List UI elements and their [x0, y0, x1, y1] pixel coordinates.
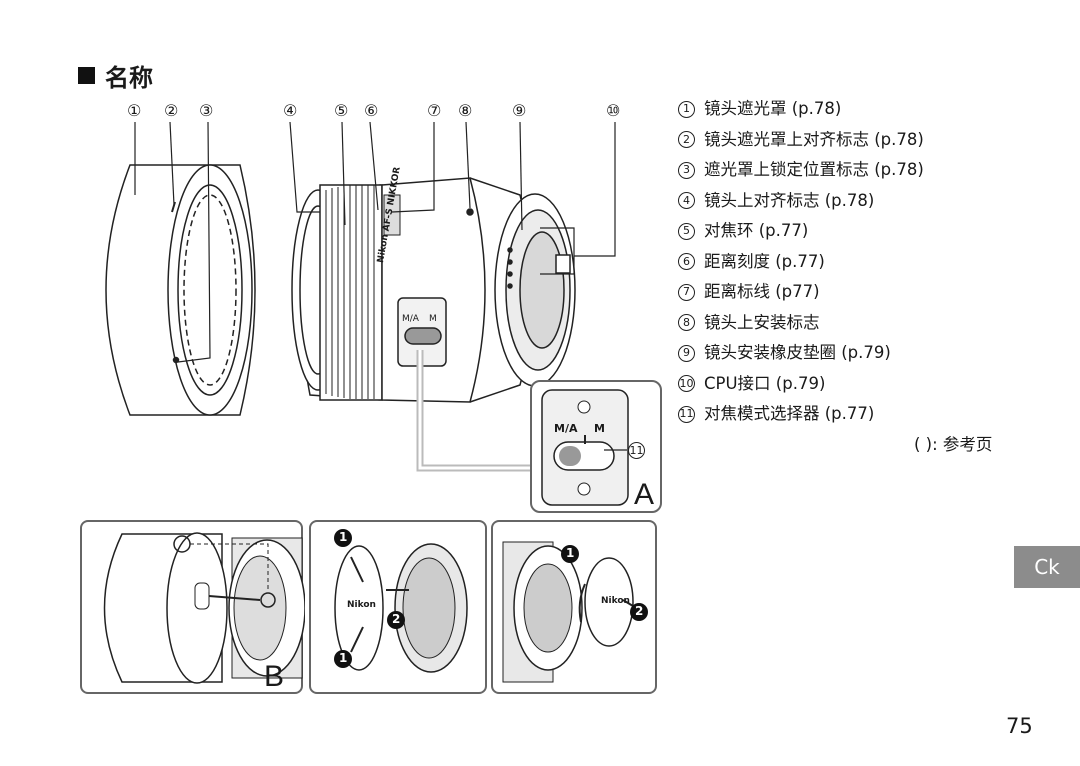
- cap-brand-text: Nikon: [347, 600, 376, 610]
- part-label: CPU接口 (p.79): [704, 373, 826, 393]
- lens-hood: [105, 164, 256, 416]
- lens-body: [291, 177, 534, 403]
- part-label: 遮光罩上锁定位置标志 (p.78): [704, 160, 924, 179]
- parts-list-item: 1 镜头遮光罩 (p.78): [678, 94, 924, 125]
- rear-cap-brand-text: Nikon: [601, 596, 630, 606]
- parts-list-item: 6 距离刻度 (p.77): [678, 247, 924, 278]
- part-number: 1: [678, 100, 695, 118]
- section-title-text: 名称: [105, 64, 153, 92]
- callout-6: ⑥: [364, 101, 379, 120]
- part-label: 距离刻度 (p.77): [704, 251, 825, 271]
- inset-panel-a: M/A M 11 A: [530, 380, 662, 513]
- parts-list-item: 10 CPU接口 (p.79): [678, 369, 924, 400]
- parts-list-item: 5 对焦环 (p.77): [678, 216, 924, 247]
- part-number: 2: [678, 131, 695, 149]
- part-number: 8: [678, 314, 695, 332]
- figure-label-b: B: [264, 660, 285, 693]
- barrel-switch-ma: M/A: [402, 314, 419, 324]
- callout-10: ⑩: [606, 101, 621, 120]
- callout-3: ③: [199, 101, 214, 120]
- language-tab: Ck: [1014, 546, 1080, 588]
- barrel-switch-m: M: [429, 314, 437, 324]
- parts-list-item: 9 镜头安装橡皮垫圈 (p.79): [678, 338, 924, 369]
- part-label: 距离标线 (p77): [704, 282, 820, 301]
- leader-lines: [134, 121, 616, 363]
- part-number: 5: [678, 222, 695, 240]
- part-label: 镜头遮光罩上对齐标志 (p.78): [704, 129, 924, 149]
- part-number: 4: [678, 192, 695, 210]
- step-1-marker: 1: [339, 530, 348, 544]
- callout-8: ⑧: [458, 101, 473, 120]
- figure-label-a: A: [634, 478, 655, 511]
- callout-5: ⑤: [334, 101, 349, 120]
- parts-list-item: 7 距离标线 (p77): [678, 277, 924, 308]
- part-label: 对焦环 (p.77): [704, 221, 809, 240]
- inset-switch-m: M: [594, 422, 605, 435]
- part-number: 6: [678, 253, 695, 271]
- parts-list-item: 4 镜头上对齐标志 (p.78): [678, 186, 924, 217]
- part-number: 7: [678, 283, 695, 301]
- panel-b-hood-attach: B: [80, 520, 305, 694]
- part-number: 9: [678, 344, 695, 362]
- callout-1: ①: [127, 101, 142, 120]
- parts-list-item: 3 遮光罩上锁定位置标志 (p.78): [678, 155, 924, 186]
- inset-switch-ma: M/A: [554, 422, 578, 435]
- rear-step-2-marker: 2: [635, 604, 644, 618]
- callout-4: ④: [283, 101, 298, 120]
- step-2-marker: 2: [392, 612, 401, 626]
- panel-rear-cap: 1 2 Nikon: [491, 520, 657, 694]
- rear-step-1-marker: 1: [566, 546, 575, 560]
- page-number: 75: [1006, 714, 1033, 738]
- section-title: 名称: [78, 58, 153, 93]
- part-label: 镜头上安装标志: [704, 312, 820, 332]
- panel-front-cap: 1 2 1 Nikon: [309, 520, 487, 694]
- callout-9: ⑨: [512, 101, 527, 120]
- part-label: 镜头遮光罩 (p.78): [704, 99, 842, 118]
- callout-7: ⑦: [427, 101, 442, 120]
- part-number: 11: [678, 405, 695, 423]
- part-label: 镜头安装橡皮垫圈 (p.79): [704, 343, 891, 362]
- part-number: 10: [678, 375, 695, 393]
- lens-mount: [494, 193, 576, 387]
- parts-list-item: 2 镜头遮光罩上对齐标志 (p.78): [678, 125, 924, 156]
- square-bullet-icon: [78, 67, 95, 84]
- parts-list-item: 8 镜头上安装标志: [678, 308, 924, 339]
- parts-list-item: 11 对焦模式选择器 (p.77): [678, 399, 924, 430]
- part-label: 对焦模式选择器 (p.77): [704, 404, 875, 423]
- reference-note: ( ): 参考页: [914, 435, 993, 454]
- callout-2: ②: [164, 101, 179, 120]
- inset-callout-11: 11: [628, 442, 645, 459]
- part-label: 镜头上对齐标志 (p.78): [704, 190, 875, 210]
- parts-list: 1 镜头遮光罩 (p.78) 2 镜头遮光罩上对齐标志 (p.78) 3 遮光罩上锁定…: [678, 94, 924, 430]
- step-1-marker-lower: 1: [339, 651, 348, 665]
- part-number: 3: [678, 161, 695, 179]
